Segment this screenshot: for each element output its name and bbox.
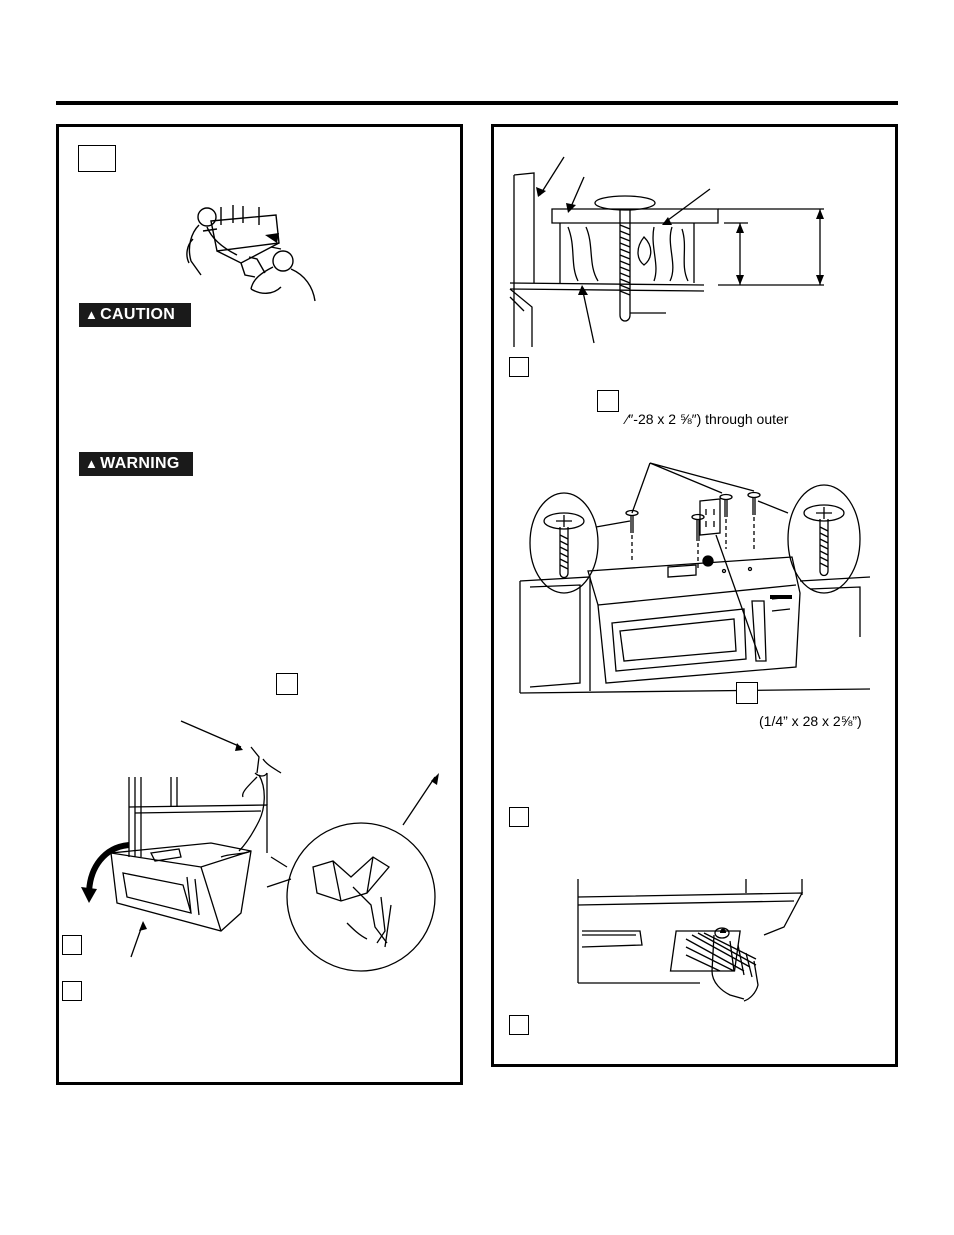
step-reference-box: [62, 981, 82, 1001]
warning-badge: ▲WARNING: [79, 452, 193, 476]
left-instruction-panel: ▲CAUTION ▲WARNING: [56, 124, 463, 1085]
underside-filter-illustration: [574, 875, 804, 1005]
caution-badge: ▲CAUTION: [79, 303, 191, 327]
cabinet-bolt-cross-section: [504, 147, 824, 347]
lifting-illustration: [181, 203, 321, 305]
step-reference-box: [736, 682, 758, 704]
step-number-box: [509, 807, 529, 827]
warning-triangle-icon: ▲: [85, 307, 99, 322]
microwave-hanging-illustration: [81, 717, 439, 957]
step-reference-box: [62, 935, 82, 955]
step-reference-box: [276, 673, 298, 695]
top-rule: [56, 101, 898, 105]
bolt-spec-text-2: (1/4” x 28 x 2⅝”): [759, 713, 862, 729]
bolt-spec-text: ⁄″-28 x 2 ⅝″) through outer: [626, 411, 789, 427]
microwave-bolt-illustration: [520, 461, 870, 701]
step-number-box: [509, 1015, 529, 1035]
step-reference-box: [597, 390, 619, 412]
step-number-box: [78, 145, 116, 172]
warning-triangle-icon: ▲: [85, 456, 99, 471]
right-instruction-panel: ⁄″-28 x 2 ⅝″) through outer: [491, 124, 898, 1067]
step-number-box: [509, 357, 529, 377]
